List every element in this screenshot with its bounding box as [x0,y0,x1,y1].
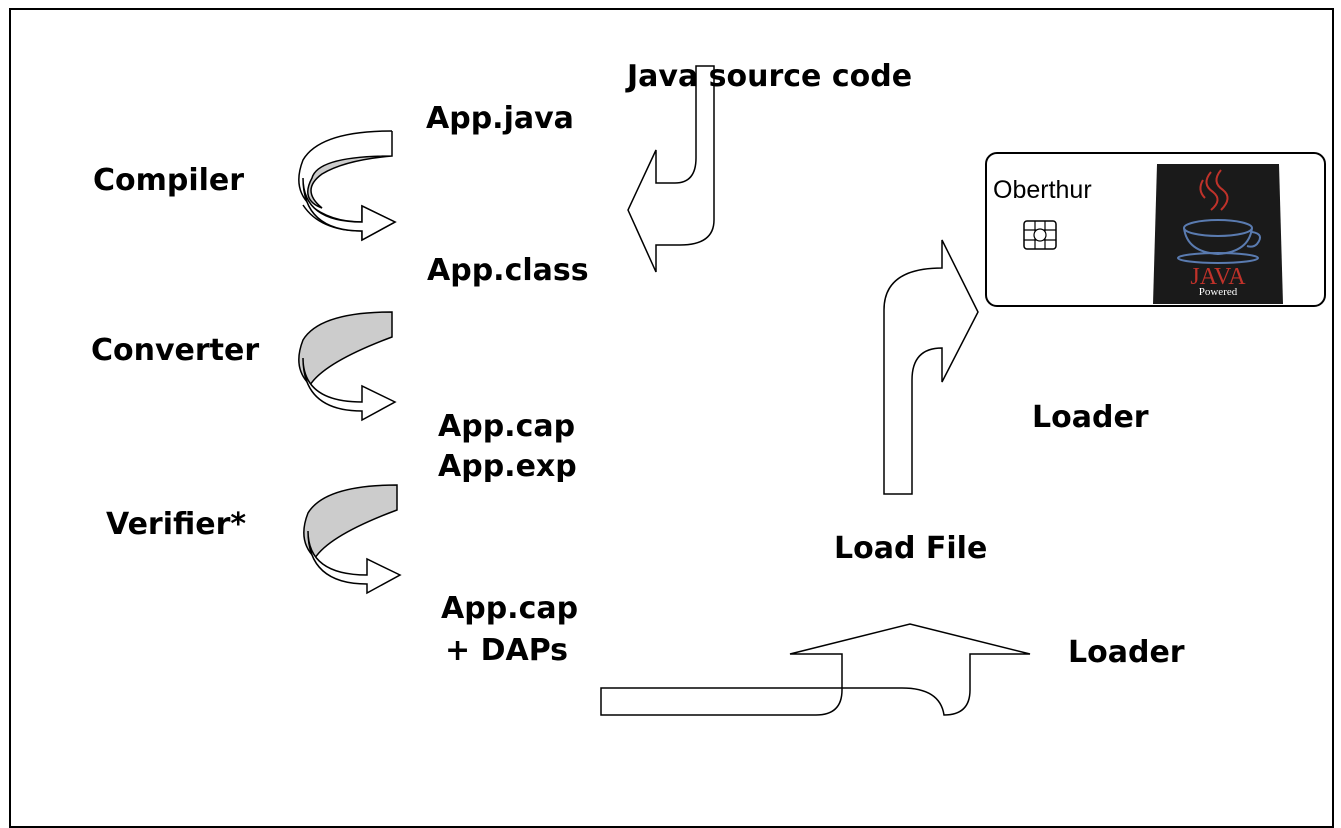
app-exp-label: App.exp [438,452,577,482]
compiler-label: Compiler [93,163,245,198]
compiler-arrow [298,130,397,242]
card-brand: Oberthur [993,176,1092,204]
powered-word: Powered [1198,286,1238,298]
converter-arrow [298,311,397,422]
loader-bottom-label: Loader [1068,635,1185,670]
java-source-label: Java source code [627,59,913,94]
java-cup-icon [1153,164,1283,304]
chip-icon [1023,220,1057,250]
load-file-label: Load File [834,531,988,566]
app-cap-label: App.cap [438,409,576,444]
java-powered-logo: JAVA Powered [1153,162,1283,304]
java-word: JAVA [1190,264,1246,290]
verifier-label: Verifier* [106,507,247,542]
daps-to-loadfile-arrow [600,623,1031,716]
verifier-arrow [303,484,402,595]
app-cap-2-label: App.cap [441,591,579,626]
converter-label: Converter [91,333,260,368]
smart-card: Oberthur JAVA Powered [985,152,1326,307]
app-java-label: App.java [426,101,574,136]
daps-label: + DAPs [445,633,569,668]
loader-top-label: Loader [1032,400,1149,435]
app-class-label: App.class [427,253,589,288]
load-to-card-arrow [883,239,979,495]
source-to-class-arrow [627,65,715,273]
